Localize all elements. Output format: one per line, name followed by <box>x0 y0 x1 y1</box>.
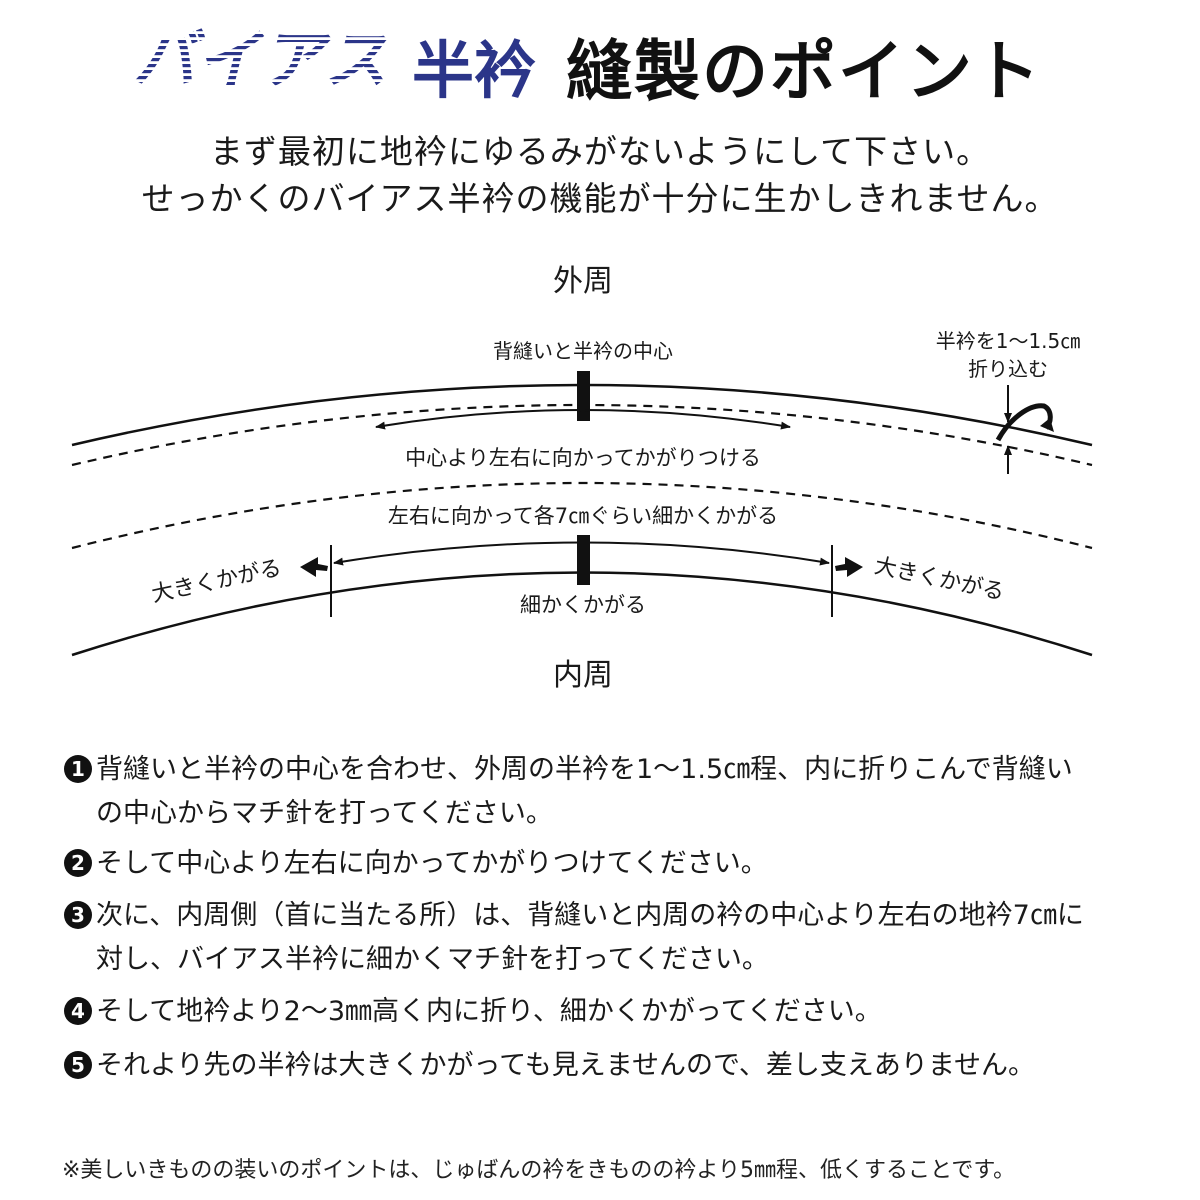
intro-line-2: せっかくのバイアス半衿の機能が十分に生かしきれません。 <box>141 179 1059 218</box>
page-title: 縫製のポイント <box>566 33 1042 110</box>
sewing-diagram: 外周 背縫いと半衿の中心 半衿を1～1.5㎝ 折り込む 中心より左右に向かってか… <box>71 264 1093 693</box>
title-accent-text: バイアス <box>132 24 388 94</box>
center-mark-inner <box>577 535 590 585</box>
fold-label-line1: 半衿を1～1.5㎝ <box>936 329 1081 353</box>
outer-circumference-label: 外周 <box>553 264 613 299</box>
inner-circumference-label: 内周 <box>553 658 613 693</box>
title-accent-graphic: バイアス <box>132 24 388 94</box>
center-label: 背縫いと半衿の中心 <box>493 339 673 363</box>
step-3-line-1: 次に、内周側（首に当たる所）は、背縫いと内周の衿の中心より左右の地衿7㎝に <box>96 900 1084 931</box>
step-number-3: 3 <box>64 901 92 929</box>
large-stitch-arrow-right <box>835 557 863 577</box>
footnote: ※美しいきものの装いのポイントは、じゅばんの衿をきものの衿より5㎜程、低くするこ… <box>62 1158 1016 1183</box>
title-han-eri: 半衿 <box>412 34 537 107</box>
intro-line-1: まず最初に地衿にゆるみがないようにして下さい。 <box>209 132 991 171</box>
step-3-line-2: 対し、バイアス半衿に細かくマチ針を打ってください。 <box>96 944 769 975</box>
step-number-5: 5 <box>64 1051 92 1079</box>
fold-label-line2: 折り込む <box>968 357 1048 381</box>
outward-stitch-arrow <box>375 409 791 430</box>
step-number-4: 4 <box>64 997 92 1025</box>
large-stitch-label-left: 大きくかがる <box>149 556 283 608</box>
step-2-line-1: そして中心より左右に向かってかがりつけてください。 <box>96 848 768 879</box>
fine-range-label: 左右に向かって各7㎝ぐらい細かくかがる <box>388 504 778 528</box>
fold-curl-arrowhead <box>1040 418 1054 432</box>
fine-stitch-center-label: 細かくかがる <box>520 593 646 617</box>
center-mark-outer <box>577 371 590 421</box>
outward-stitch-label: 中心より左右に向かってかがりつける <box>405 446 761 470</box>
step-1-line-2: の中心からマチ針を打ってください。 <box>96 798 553 829</box>
step-number-2: 2 <box>64 849 92 877</box>
step-4-line-1: そして地衿より2～3㎜高く内に折り、細かくかがってください。 <box>96 996 882 1027</box>
step-5-line-1: それより先の半衿は大きくかがっても見えませんので、差し支えありません。 <box>96 1050 1036 1081</box>
inner-fold-dashed-line <box>71 481 1093 550</box>
large-stitch-arrow-left <box>300 557 328 577</box>
step-1-line-1: 背縫いと半衿の中心を合わせ、外周の半衿を1～1.5㎝程、内に折りこんで背縫い <box>96 754 1073 785</box>
large-stitch-label-right: 大きくかがる <box>872 554 1006 606</box>
step-number-1: 1 <box>64 755 92 783</box>
